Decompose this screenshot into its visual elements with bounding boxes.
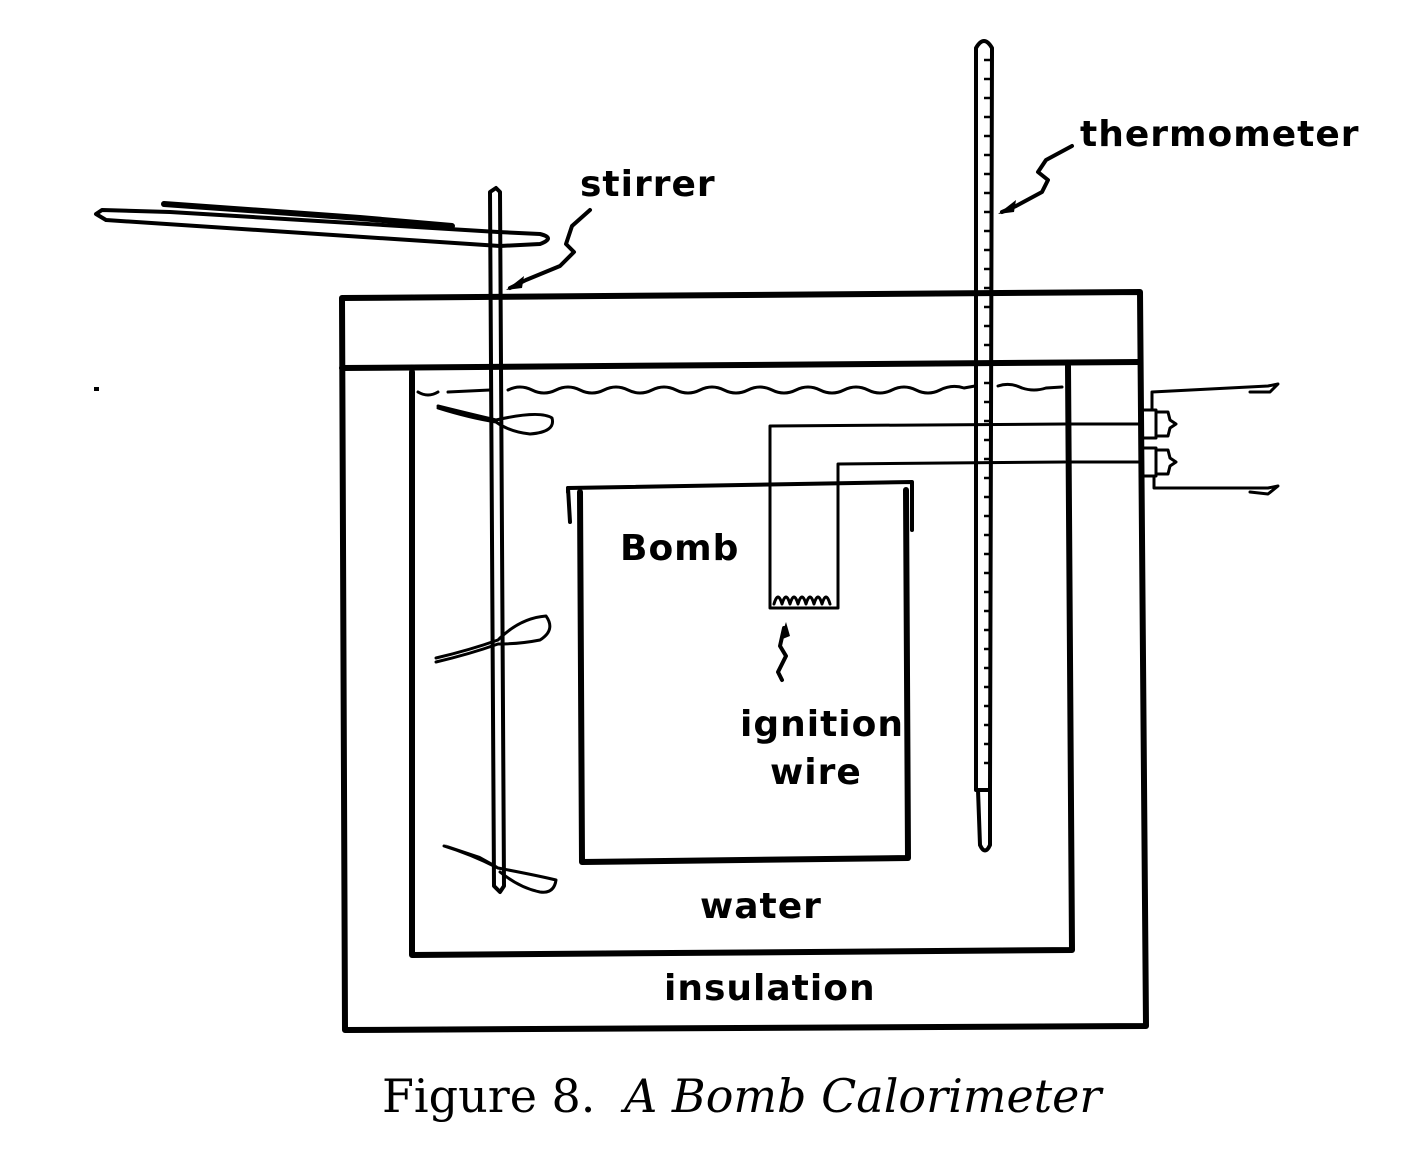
stirrer-label: stirrer <box>580 164 716 205</box>
stray-mark <box>94 387 99 391</box>
bomb <box>566 480 914 865</box>
bomb-label: Bomb <box>620 528 739 569</box>
caption-prefix: Figure 8. <box>382 1069 595 1123</box>
ignition-wire-label-line1: ignition <box>740 704 904 745</box>
thermometer-callout: thermometer <box>998 114 1360 214</box>
thermometer-label: thermometer <box>1080 114 1360 155</box>
ignition-wire <box>768 422 1067 682</box>
thermometer-scale <box>984 58 990 765</box>
ignition-wire-label-line2: wire <box>770 752 862 793</box>
stirrer-callout: stirrer <box>506 164 716 290</box>
thermometer <box>974 39 994 853</box>
water-container <box>409 363 1075 958</box>
water-label: water <box>700 886 822 927</box>
water-surface <box>416 382 1064 397</box>
caption-title: A Bomb Calorimeter <box>620 1069 1104 1123</box>
lid <box>339 359 1143 371</box>
electrical-terminals <box>1066 382 1280 496</box>
stirrer <box>94 186 558 894</box>
insulation-label: insulation <box>664 968 876 1009</box>
figure-caption: Figure 8. A Bomb Calorimeter <box>382 1069 1104 1123</box>
insulation-box <box>339 289 1149 1033</box>
